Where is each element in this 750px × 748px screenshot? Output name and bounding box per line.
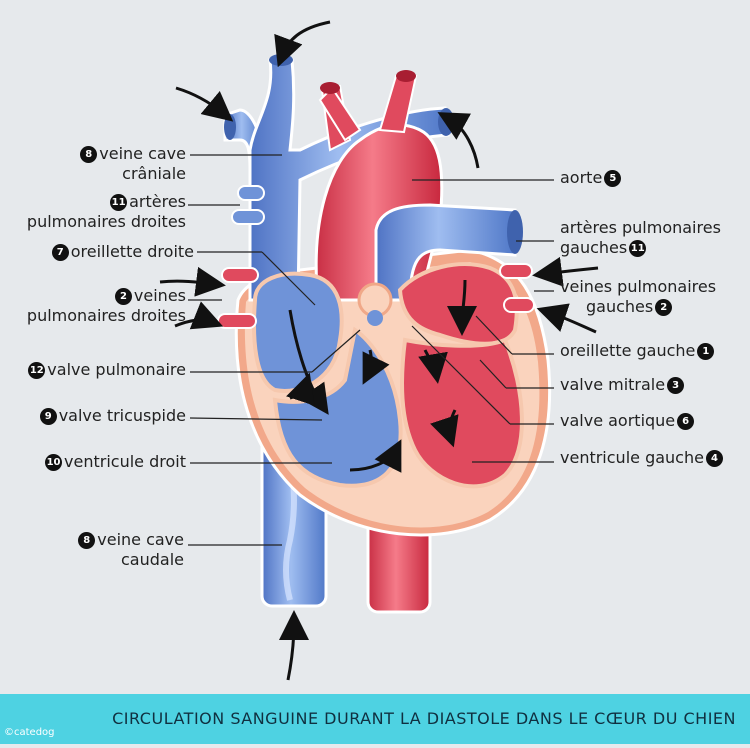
label-number: 4 (705, 450, 723, 467)
label-number: 11 (110, 194, 128, 211)
label-number: 3 (667, 377, 685, 394)
label-number: 12 (28, 362, 46, 379)
label-number: 2 (114, 288, 132, 305)
right-atrium (252, 271, 344, 393)
label-number: 8 (80, 146, 98, 163)
label-number: 1 (697, 343, 715, 360)
label-number: 11 (629, 240, 647, 257)
copyright-text: ©catedog (4, 727, 55, 738)
label-number: 10 (45, 454, 63, 471)
label-number: 5 (604, 170, 622, 187)
label-number: 2 (655, 299, 673, 316)
diagram-title: CIRCULATION SANGUINE DURANT LA DIASTOLE … (112, 709, 736, 728)
left-atrium (397, 262, 519, 346)
footer-banner: CIRCULATION SANGUINE DURANT LA DIASTOLE … (0, 694, 750, 744)
label-number: 8 (78, 532, 96, 549)
label-number: 6 (677, 413, 695, 430)
label-number: 7 (51, 244, 69, 261)
label-number: 9 (39, 408, 57, 425)
